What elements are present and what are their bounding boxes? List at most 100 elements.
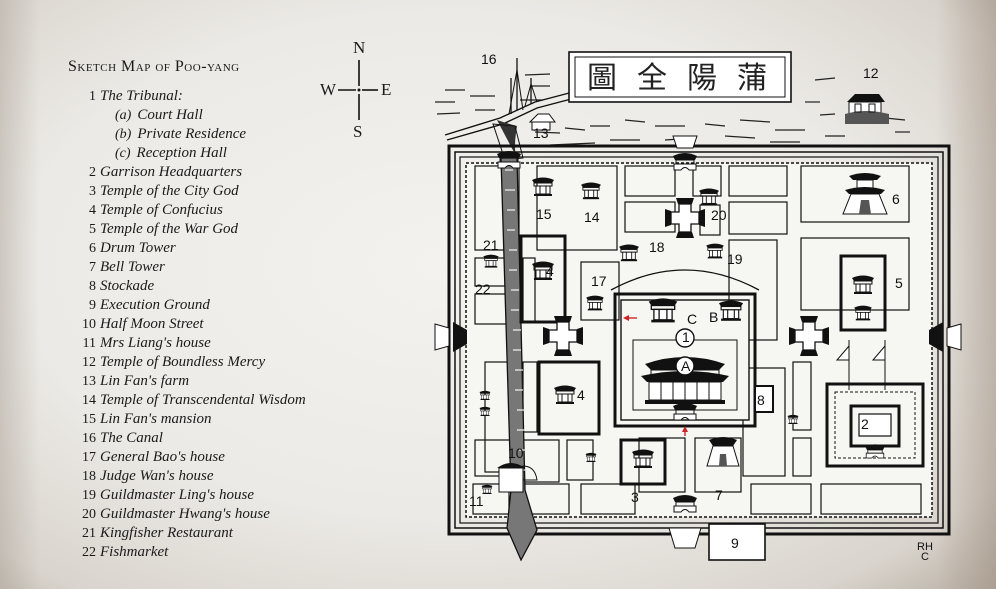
label-13: 13: [533, 125, 549, 141]
lin-fan-farm: [528, 113, 556, 131]
legend-item: (b)Private Residence: [68, 125, 306, 144]
cartouche-char-1: 圖: [587, 61, 617, 96]
legend-item-label: Temple of Confucius: [100, 202, 223, 218]
street-blocks: [472, 165, 922, 515]
compass-north: N: [353, 38, 366, 57]
legend-item: 18 Judge Wan's house: [68, 467, 306, 486]
compass-west: W: [320, 80, 337, 99]
legend-item-number: 18: [82, 469, 96, 484]
label-9: 9: [731, 535, 739, 551]
legend-item-label: Private Residence: [137, 126, 247, 142]
legend-item-label: General Bao's house: [100, 449, 225, 465]
execution-ground: [708, 523, 766, 561]
compass-south: S: [353, 122, 363, 141]
compass-rose: N S W E: [318, 38, 398, 148]
paper-edge-right: [936, 0, 996, 589]
legend-item: 4 Temple of Confucius: [68, 201, 306, 220]
tribunal: [610, 269, 760, 436]
cartouche-char-2: 全: [637, 61, 667, 96]
artist-signature: RH C: [917, 541, 933, 563]
label-a: A: [681, 358, 691, 374]
legend-item-label: Temple of the City God: [100, 183, 239, 199]
legend-item-number: 6: [89, 241, 96, 256]
legend-item: 9 Execution Ground: [68, 296, 306, 315]
legend-item-label: Guildmaster Ling's house: [100, 487, 255, 503]
label-1: 1: [682, 329, 690, 345]
drum-tower: [842, 173, 888, 215]
legend-item: 6 Drum Tower: [68, 239, 306, 258]
temple-confucius-lower: [537, 360, 601, 436]
legend-item-number: 11: [82, 336, 96, 351]
compass-east: E: [381, 80, 392, 99]
legend-item: 11 Mrs Liang's house: [68, 334, 306, 353]
water-lines: [435, 73, 910, 146]
legend-item-label: Garrison Headquarters: [100, 164, 243, 180]
legend-item: (a)Court Hall: [68, 106, 306, 125]
legend-item-number: 4: [89, 203, 96, 218]
legend-item-label: Judge Wan's house: [100, 468, 214, 484]
label-4-upper: 4: [546, 263, 554, 279]
north-gate: [672, 135, 698, 171]
label-7: 7: [715, 487, 723, 503]
bell-tower: [706, 437, 740, 467]
cartouche-char-4: 蒲: [737, 61, 767, 96]
label-10: 10: [508, 445, 524, 461]
canal-outside: [444, 58, 576, 161]
legend-item-label: Temple of the War God: [100, 221, 239, 237]
label-4-lower: 4: [577, 387, 585, 403]
legend-item-label: Mrs Liang's house: [100, 335, 211, 351]
legend-item-label: Reception Hall: [136, 145, 227, 161]
legend-item-number: 10: [82, 317, 96, 332]
legend-item: (c)Reception Hall: [68, 144, 306, 163]
temple-confucius-upper: [519, 234, 567, 324]
compass-cross-icon: [338, 60, 378, 120]
west-gate: [434, 322, 467, 352]
label-15: 15: [536, 206, 552, 222]
label-c: C: [687, 311, 697, 327]
legend-item-number: 7: [89, 260, 96, 275]
garrison-hq: [825, 340, 925, 468]
label-8: 8: [757, 392, 765, 408]
title-cartouche: 圖 全 陽 蒲: [568, 51, 792, 103]
legend-item-label: Temple of Boundless Mercy: [100, 354, 266, 370]
label-2: 2: [861, 416, 869, 432]
legend-item-label: The Tribunal:: [100, 88, 183, 104]
legend-item-label: Stockade: [100, 278, 155, 294]
legend-item-number: 16: [82, 431, 96, 446]
city-map: 圖 全 陽 蒲: [434, 51, 962, 563]
label-11: 11: [469, 493, 484, 509]
label-14: 14: [584, 209, 600, 225]
legend-item-number: 9: [89, 298, 96, 313]
stockade: [754, 385, 774, 413]
legend-item-label: Court Hall: [137, 107, 203, 123]
legend-item: 3 Temple of the City God: [68, 182, 306, 201]
legend-item-label: Kingfisher Restaurant: [100, 525, 233, 541]
legend-item-label: Execution Ground: [100, 297, 210, 313]
signature-mark: C: [921, 551, 929, 563]
temple-city-god: [619, 438, 667, 486]
legend-item-label: Fishmarket: [100, 544, 169, 560]
legend-item-label: Drum Tower: [100, 240, 176, 256]
legend-item-label: Temple of Transcendental Wisdom: [100, 392, 306, 408]
signature-initials: RH: [917, 541, 933, 553]
legend-item-number: 3: [89, 184, 96, 199]
paper-edge-left: [0, 0, 40, 589]
legend-item-number: 1: [89, 89, 96, 104]
label-21: 21: [483, 237, 499, 253]
legend-item-number: 20: [82, 507, 96, 522]
legend-item-number: 17: [82, 450, 96, 465]
legend-item-number: 13: [82, 374, 96, 389]
